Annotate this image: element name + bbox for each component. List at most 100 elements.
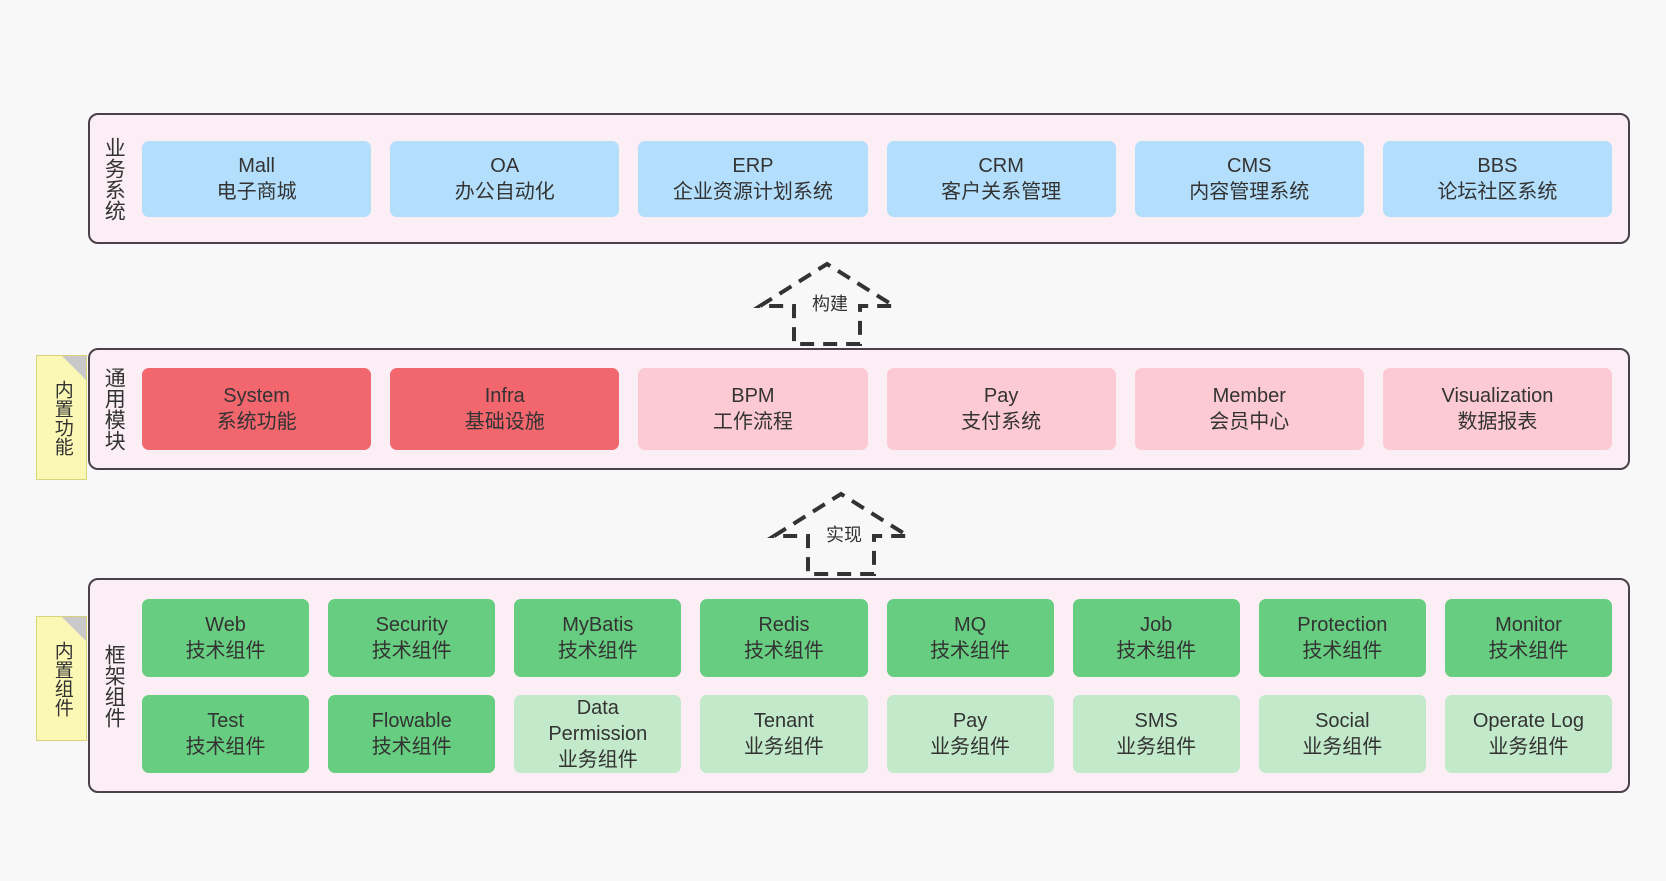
card-operate-log-name: Operate Log <box>1472 709 1585 732</box>
card-mq[interactable]: MQ 技术组件 <box>886 598 1054 677</box>
card-infra-desc: 基础设施 <box>464 411 545 433</box>
card-job[interactable]: Job 技术组件 <box>1072 598 1240 677</box>
card-erp-name: ERP <box>732 154 774 177</box>
hollow-dashed-up-arrow-icon <box>767 491 915 576</box>
card-social[interactable]: Social 业务组件 <box>1258 694 1426 773</box>
note-builtin-function-text: 内置功能 <box>51 379 73 456</box>
card-member[interactable]: Member 会员中心 <box>1134 368 1364 450</box>
card-data-permission[interactable]: Data Permission 业务组件 <box>514 694 682 773</box>
note-builtin-component: 内置组件 <box>36 616 87 741</box>
note-builtin-function: 内置功能 <box>36 355 87 480</box>
card-crm-name: CRM <box>978 154 1024 177</box>
card-monitor-name: Monitor <box>1495 613 1562 636</box>
layer-framework-body: Web 技术组件 Security 技术组件 MyBatis 技术组件 Redi… <box>136 580 1628 791</box>
card-mybatis-desc: 技术组件 <box>557 639 638 662</box>
connector-build-arrow <box>752 258 902 348</box>
card-redis-desc: 技术组件 <box>743 639 824 662</box>
card-redis-name: Redis <box>758 613 810 636</box>
layer-framework-components: 框架组件 Web 技术组件 Security 技术组件 MyBatis 技术组件… <box>88 578 1630 793</box>
card-member-desc: 会员中心 <box>1209 411 1290 433</box>
card-tenant-name: Tenant <box>753 709 814 732</box>
card-operate-log-desc: 业务组件 <box>1488 735 1569 758</box>
card-flowable-desc: 技术组件 <box>371 735 452 758</box>
card-security-name: Security <box>375 613 448 636</box>
card-mall[interactable]: Mall 电子商城 <box>142 140 372 217</box>
card-web-name: Web <box>205 613 246 636</box>
card-member-name: Member <box>1212 385 1286 407</box>
note-builtin-component-text: 内置组件 <box>51 640 73 717</box>
card-bbs-name: BBS <box>1477 154 1518 177</box>
card-sms-desc: 业务组件 <box>1116 735 1197 758</box>
framework-card-row-1: Web 技术组件 Security 技术组件 MyBatis 技术组件 Redi… <box>142 598 1612 677</box>
note-fold-icon <box>62 617 86 641</box>
business-card-row: Mall 电子商城 OA 办公自动化 ERP 企业资源计划系统 CRM 客户关系… <box>142 140 1613 217</box>
card-system-desc: 系统功能 <box>216 411 297 433</box>
layer-business-system: 业务系统 Mall 电子商城 OA 办公自动化 ERP 企业资源计划系统 CRM… <box>88 113 1630 244</box>
card-job-desc: 技术组件 <box>1116 639 1197 662</box>
card-protection[interactable]: Protection 技术组件 <box>1258 598 1426 677</box>
card-pay-module[interactable]: Pay 支付系统 <box>886 368 1116 450</box>
layer-business-body: Mall 电子商城 OA 办公自动化 ERP 企业资源计划系统 CRM 客户关系… <box>136 115 1628 242</box>
card-erp-desc: 企业资源计划系统 <box>672 180 833 203</box>
card-cms-name: CMS <box>1227 154 1272 177</box>
connector-implement-label: 实现 <box>826 525 862 545</box>
card-web-desc: 技术组件 <box>185 639 266 662</box>
card-bpm[interactable]: BPM 工作流程 <box>638 368 868 450</box>
card-protection-name: Protection <box>1297 613 1388 636</box>
card-pay-component-desc: 业务组件 <box>930 735 1011 758</box>
card-social-desc: 业务组件 <box>1302 735 1383 758</box>
card-oa-desc: 办公自动化 <box>454 180 555 203</box>
connector-implement-arrow <box>766 488 916 578</box>
card-bpm-desc: 工作流程 <box>712 411 793 433</box>
card-monitor-desc: 技术组件 <box>1488 639 1569 662</box>
card-security[interactable]: Security 技术组件 <box>328 598 496 677</box>
modules-card-row: System 系统功能 Infra 基础设施 BPM 工作流程 Pay 支付系统… <box>142 368 1613 450</box>
card-test-desc: 技术组件 <box>185 735 266 758</box>
card-mybatis-name: MyBatis <box>562 613 634 636</box>
card-flowable[interactable]: Flowable 技术组件 <box>328 694 496 773</box>
card-operate-log[interactable]: Operate Log 业务组件 <box>1444 694 1612 773</box>
layer-business-title: 业务系统 <box>102 136 126 221</box>
card-test[interactable]: Test 技术组件 <box>142 694 310 773</box>
card-infra-name: Infra <box>484 385 525 407</box>
card-data-permission-desc: 业务组件 <box>557 748 638 771</box>
card-redis[interactable]: Redis 技术组件 <box>700 598 868 677</box>
card-visualization-name: Visualization <box>1441 385 1554 407</box>
card-mybatis[interactable]: MyBatis 技术组件 <box>514 598 682 677</box>
card-security-desc: 技术组件 <box>371 639 452 662</box>
card-pay-module-desc: 支付系统 <box>961 411 1042 433</box>
card-data-permission-name: Data <box>576 696 619 719</box>
layer-modules-title: 通用模块 <box>102 367 126 451</box>
card-social-name: Social <box>1315 709 1370 732</box>
card-monitor[interactable]: Monitor 技术组件 <box>1444 598 1612 677</box>
layer-modules-body: System 系统功能 Infra 基础设施 BPM 工作流程 Pay 支付系统… <box>136 350 1628 468</box>
card-mq-name: MQ <box>953 613 987 636</box>
card-system-name: System <box>223 385 290 407</box>
hollow-dashed-up-arrow-icon <box>753 261 901 346</box>
card-mq-desc: 技术组件 <box>930 639 1011 662</box>
connector-build-label: 构建 <box>812 294 848 314</box>
card-mall-name: Mall <box>238 154 275 177</box>
card-protection-desc: 技术组件 <box>1302 639 1383 662</box>
card-bbs[interactable]: BBS 论坛社区系统 <box>1382 140 1613 217</box>
card-cms[interactable]: CMS 内容管理系统 <box>1134 140 1364 217</box>
card-cms-desc: 内容管理系统 <box>1189 180 1310 203</box>
note-fold-icon <box>62 356 86 380</box>
card-system[interactable]: System 系统功能 <box>142 368 372 450</box>
card-pay-component[interactable]: Pay 业务组件 <box>886 694 1054 773</box>
card-job-name: Job <box>1140 613 1173 636</box>
layer-common-modules: 通用模块 System 系统功能 Infra 基础设施 BPM 工作流程 Pay… <box>88 348 1630 470</box>
card-visualization-desc: 数据报表 <box>1457 411 1538 433</box>
card-oa[interactable]: OA 办公自动化 <box>390 140 620 217</box>
card-oa-name: OA <box>490 154 520 177</box>
card-bpm-name: BPM <box>731 385 775 407</box>
card-web[interactable]: Web 技术组件 <box>142 598 310 677</box>
card-infra[interactable]: Infra 基础设施 <box>390 368 620 450</box>
card-sms[interactable]: SMS 业务组件 <box>1072 694 1240 773</box>
card-visualization[interactable]: Visualization 数据报表 <box>1382 368 1613 450</box>
card-crm[interactable]: CRM 客户关系管理 <box>886 140 1116 217</box>
card-mall-desc: 电子商城 <box>216 180 297 203</box>
card-erp[interactable]: ERP 企业资源计划系统 <box>638 140 868 217</box>
card-tenant[interactable]: Tenant 业务组件 <box>700 694 868 773</box>
card-crm-desc: 客户关系管理 <box>941 180 1062 203</box>
